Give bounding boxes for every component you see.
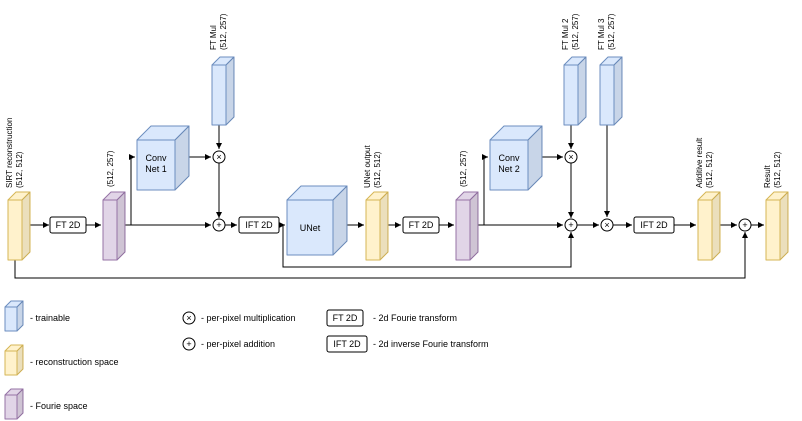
legend-ft2d-desc: - 2d Fourie transform — [373, 313, 457, 323]
unet — [286, 185, 348, 256]
legend-trainable-label: - trainable — [30, 313, 70, 323]
legend-multiply-circle — [182, 311, 196, 325]
ift2d-box-1 — [238, 216, 280, 234]
legend-fourier-label: - Fourie space — [30, 401, 88, 411]
ft-mul-1-tensor — [211, 56, 235, 126]
multiply-op-3: × — [600, 218, 614, 232]
add-op-1: + — [212, 218, 226, 232]
ft2d-box-1 — [49, 216, 87, 234]
unet-output-tensor — [365, 191, 389, 261]
multiply-op-2: × — [564, 150, 578, 164]
conv-net-1-label-2: Net 1 — [145, 164, 167, 174]
result-label: Result — [763, 165, 772, 188]
connector-branch-convnet1 — [129, 154, 135, 225]
ft-mul-2-tensor — [563, 56, 587, 126]
legend-ift2d-desc: - 2d inverse Fourie transform — [373, 339, 489, 349]
multiply-op-2-glyph: × — [568, 152, 573, 162]
multiply-op-2-circle — [564, 150, 578, 164]
add-op-3-circle — [738, 218, 752, 232]
legend-ft2d-box-label: FT 2D — [333, 313, 358, 323]
multiply-op-1-circle — [212, 150, 226, 164]
legend-multiplication-label: - per-pixel multiplication — [201, 313, 296, 323]
add-op-3-glyph: + — [742, 220, 747, 230]
legend-multiply-glyph: × — [186, 313, 191, 323]
legend-ift2d-box-label: IFT 2D — [333, 339, 361, 349]
legend-add-icon: + — [182, 337, 196, 351]
ft-mul-2-shape: (512, 257) — [571, 13, 580, 50]
unet-output-shape: (512, 512) — [373, 151, 382, 188]
legend-fourier-icon — [4, 388, 24, 420]
input-label: SIRT reconstruction — [5, 118, 14, 188]
ft-mul-3-tensor — [599, 56, 623, 126]
input-shape-label: (512, 512) — [15, 151, 24, 188]
legend-multiply-icon: × — [182, 311, 196, 325]
ft-mul-3-shape: (512, 257) — [607, 13, 616, 50]
fourier-tensor-1-shape: (512, 257) — [106, 150, 115, 187]
result-tensor — [765, 191, 789, 261]
multiply-op-1-glyph: × — [216, 152, 221, 162]
ft2d-box-1-label: FT 2D — [56, 220, 81, 230]
conv-net-2-label-2: Net 2 — [498, 164, 520, 174]
legend-reconstruction-icon — [4, 344, 24, 376]
fourier-tensor-1 — [102, 191, 126, 261]
ift2d-box-2-label: IFT 2D — [640, 220, 668, 230]
ft-mul-1-label: FT Mul — [209, 25, 218, 50]
ft2d-box-2 — [402, 216, 440, 234]
skip-connection-unet — [282, 225, 574, 268]
connector-branch-convnet2 — [482, 154, 488, 225]
add-op-1-circle — [212, 218, 226, 232]
result-shape: (512, 512) — [773, 151, 782, 188]
legend-trainable-icon — [4, 300, 24, 332]
ft-mul-2-label: FT Mul 2 — [561, 18, 570, 50]
unet-label: UNet — [300, 223, 321, 233]
ift2d-box-2 — [633, 216, 675, 234]
add-op-1-glyph: + — [216, 220, 221, 230]
additive-result-shape: (512, 512) — [705, 151, 714, 188]
legend-reconstruction-label: - reconstruction space — [30, 357, 119, 367]
multiply-op-3-circle — [600, 218, 614, 232]
legend-addition-label: - per-pixel addition — [201, 339, 275, 349]
fourier-tensor-2 — [455, 191, 479, 261]
connectors — [14, 125, 764, 279]
ift2d-box-1-label: IFT 2D — [245, 220, 273, 230]
additive-result-tensor — [697, 191, 721, 261]
additive-result-label: Additive result — [695, 137, 704, 188]
legend-add-circle — [182, 337, 196, 351]
add-op-2: + — [564, 218, 578, 232]
add-op-2-circle — [564, 218, 578, 232]
conv-net-1-label-1: Conv — [145, 153, 167, 163]
unet-output-label: UNet output — [363, 145, 372, 188]
multiply-op-1: × — [212, 150, 226, 164]
ft-mul-1-shape: (512, 257) — [219, 13, 228, 50]
multiply-op-3-glyph: × — [604, 220, 609, 230]
ft2d-box-2-label: FT 2D — [409, 220, 434, 230]
add-op-3: + — [738, 218, 752, 232]
legend-ft2d-box — [326, 309, 364, 327]
legend-add-glyph: + — [186, 339, 191, 349]
add-op-2-glyph: + — [568, 220, 573, 230]
fourier-tensor-2-shape: (512, 257) — [459, 150, 468, 187]
skip-connection-input — [14, 232, 748, 279]
ft-mul-3-label: FT Mul 3 — [597, 18, 606, 50]
legend: - trainable - reconstruction space - Fou… — [4, 300, 489, 420]
input-tensor — [7, 191, 31, 261]
conv-net-2-label-1: Conv — [498, 153, 520, 163]
legend-ift2d-box — [326, 335, 368, 353]
